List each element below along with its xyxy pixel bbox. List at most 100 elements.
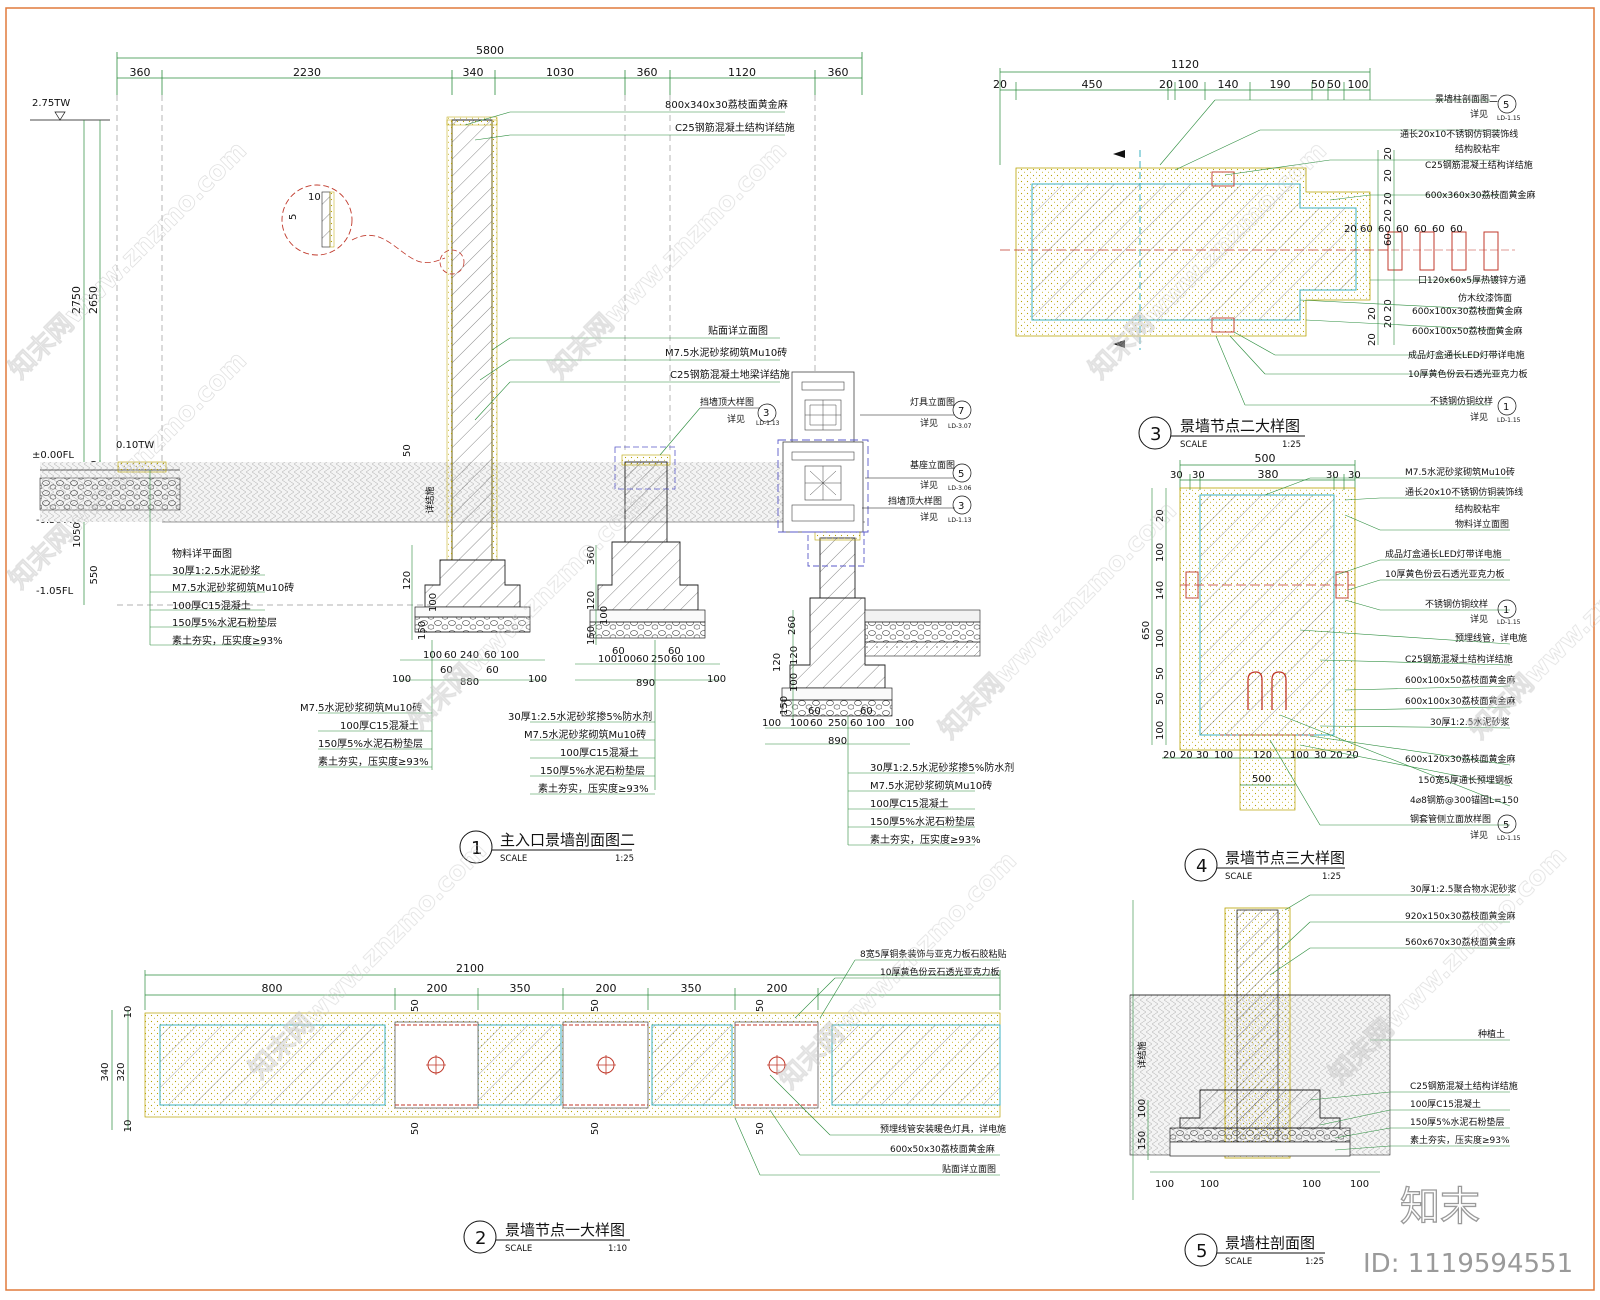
sec2-lightbox-1 (394, 1021, 479, 1109)
svg-text:钢套管侧立面放样图: 钢套管侧立面放样图 (1410, 813, 1491, 825)
f1-note-0: M7.5水泥砂浆砌筑Mu10砖 (300, 701, 422, 714)
svg-text:知末网www.znzmo.com: 知末网www.znzmo.com (1324, 841, 1573, 1090)
sec3-right-0: 20 (1383, 147, 1394, 160)
f2-note-0: 30厚1:2.5水泥砂浆掺5%防水剂 (508, 710, 652, 723)
sec3-right-6: 20 (1383, 315, 1394, 328)
f1-dim-60a: 60 (444, 650, 457, 661)
sec3-label-4: C25钢筋混凝土结构详结施 (1425, 159, 1533, 171)
ref-callout-4[interactable]: 挡墙顶大样图 3 详见 LD-1.13 (862, 495, 972, 524)
sec4-label-3: 物料详立面图 (1455, 518, 1509, 530)
sec2-block-1 (159, 1024, 386, 1106)
sec4-left-4: 100 (1155, 629, 1166, 648)
sec2-label-4: 贴面详立面图 (942, 1163, 996, 1175)
svg-text:挡墙顶大样图: 挡墙顶大样图 (700, 396, 754, 408)
sec2-lightbox-3 (734, 1021, 819, 1109)
svg-text:景墙节点一大样图: 景墙节点一大样图 (505, 1221, 625, 1239)
f1-dim-60b: 60 (484, 650, 497, 661)
f3-dim-120b: 120 (789, 646, 800, 665)
sec4-label-2: 结构胶粘牢 (1455, 503, 1500, 515)
f1-dim-100d: 100 (528, 674, 547, 685)
sec4-dim-3: 30 (1326, 470, 1339, 481)
svg-text:详见: 详见 (1470, 411, 1488, 423)
svg-text:5: 5 (958, 469, 964, 480)
f3-dim-60a: 60 (810, 718, 823, 729)
f1-dim-100c: 100 (392, 674, 411, 685)
svg-text:1:25: 1:25 (1322, 872, 1341, 882)
sec3-dim-4: 140 (1218, 78, 1239, 91)
ref-callout-1[interactable]: 挡墙顶大样图 3 详见 LD-1.13 (659, 396, 780, 456)
f1-note-1: 100厚C15混凝土 (340, 719, 419, 732)
sec2-left-10b: 10 (123, 1120, 134, 1133)
svg-text:5: 5 (1503, 820, 1509, 831)
sec4-label-1: 通长20x10不锈钢仿铜装饰线 (1405, 486, 1523, 498)
sec2-block-2 (477, 1024, 562, 1106)
svg-text:SCALE: SCALE (1180, 440, 1207, 450)
sec3-dim-8: 100 (1348, 78, 1369, 91)
svg-text:LD-1.15: LD-1.15 (1497, 417, 1521, 424)
f2-dim-60d: 60 (668, 646, 681, 657)
sec3-ref-callout[interactable]: 景墙柱剖面图二 5 详见 LD-1.15 (1435, 93, 1521, 122)
sec3-grille-dim-6: 20 (1344, 224, 1357, 235)
ref-callout-3[interactable]: 基座立面图 5 详见 LD-3.06 (865, 459, 972, 492)
svg-text:5: 5 (1196, 1241, 1207, 1262)
f1-dim-60d: 60 (486, 665, 499, 676)
main-wall-body (451, 119, 493, 561)
sec2-label-2: 预埋线管安装暖色灯具，详电施 (880, 1123, 1006, 1135)
svg-text:1: 1 (471, 838, 482, 859)
sec4-label-10: 600x100x50荔枝面黄金麻 (1405, 674, 1515, 686)
sec1-left-2750: 2750 (70, 286, 83, 314)
level-minus-1-05: -1.05FL (36, 586, 74, 597)
sec4-left-5: 50 (1155, 667, 1166, 680)
section-5-pillar-section: 详结施 100 150 100 100 100 100 30厚1:2.5聚合物水… (1129, 883, 1518, 1267)
level-2-75: 2.75TW (32, 98, 70, 109)
sec4-ref-callout[interactable]: 不锈钢仿铜纹样 1 详见 LD-1.15 (1425, 598, 1521, 626)
sec5-bottom-2: 100 (1302, 1179, 1321, 1190)
left-note-4: 150厚5%水泥石粉垫层 (172, 616, 277, 629)
sec4-bottom-6: 30 (1314, 750, 1327, 761)
level-0-00: ±0.00FL (32, 450, 74, 461)
svg-text:LD-1.13: LD-1.13 (756, 420, 780, 427)
sec2-small-2: 50 (590, 999, 601, 1012)
sec4-label-5: 10厚黄色份云石透光亚克力板 (1385, 568, 1504, 580)
f3-note-4: 素土夯实，压实度≥93% (870, 833, 981, 846)
sec4-bottom-3: 100 (1214, 750, 1233, 761)
section-2-node-1-detail: 2100 800 200 350 200 350 200 10 340 320 … (100, 948, 1006, 1254)
section-4-node-3-detail: 500 30 30 380 30 30 20 100 140 650 100 5… (1141, 452, 1527, 882)
f2-dim-60b: 60 (671, 654, 684, 665)
sec5-vertical-note: 详结施 (1136, 1041, 1148, 1068)
sec2-total: 2100 (456, 962, 484, 975)
f2-dim-100a: 100 (598, 654, 617, 665)
sec2-dim-200b: 200 (596, 982, 617, 995)
wall-footing-1 (424, 559, 521, 608)
sec2-block-3 (651, 1024, 733, 1106)
sec3-right-8: 20 (1367, 333, 1378, 346)
sec3-ref-callout-2[interactable]: 不锈钢仿铜纹样 1 详见 LD-1.15 (1430, 395, 1521, 424)
pillar-footing (1179, 1089, 1341, 1129)
sec5-label-3: 种植土 (1478, 1028, 1505, 1040)
sec3-dim-0: 20 (993, 78, 1007, 91)
ref-callout-2[interactable]: 灯具立面图 7 详见 LD-3.07 (860, 396, 972, 430)
sec2-dim-350a: 350 (510, 982, 531, 995)
sec3-dim-2: 20 (1159, 78, 1173, 91)
f2-dim-60c: 60 (612, 646, 625, 657)
sec4-led-left (1185, 571, 1199, 599)
sec4-ref-callout-2[interactable]: 钢套管侧立面放样图 5 详见 LD-1.15 (1410, 813, 1521, 842)
sec4-bottom-5: 100 (1290, 750, 1309, 761)
f3-dim-100b: 100 (866, 718, 885, 729)
f2-dim-890: 890 (636, 678, 655, 689)
svg-text:1: 1 (1503, 402, 1509, 413)
sec1-dim-6: 360 (828, 66, 849, 79)
sec4-label-11: 600x100x30荔枝面黄金麻 (1405, 695, 1515, 707)
svg-text:灯具立面图: 灯具立面图 (910, 396, 955, 408)
sec2-small-5: 50 (755, 1122, 766, 1135)
sheet-border (5, 7, 1595, 1291)
sec2-block-4 (831, 1024, 1001, 1106)
wall-label-facing: 贴面详立面图 (708, 324, 768, 337)
section-1-main-entrance-wall: 5800 360 2230 340 1030 360 1120 360 2.75… (30, 44, 1014, 864)
sec3-label-3: 结构胶粘牢 (1455, 143, 1500, 155)
sec5-left-1: 150 (1137, 1131, 1148, 1150)
f2-dim-120: 120 (586, 591, 597, 610)
f2-dim-150: 150 (586, 626, 597, 645)
sec2-label-1: 10厚黄色份云石透光亚克力板 (880, 966, 999, 978)
wall-footing-2 (597, 541, 699, 611)
